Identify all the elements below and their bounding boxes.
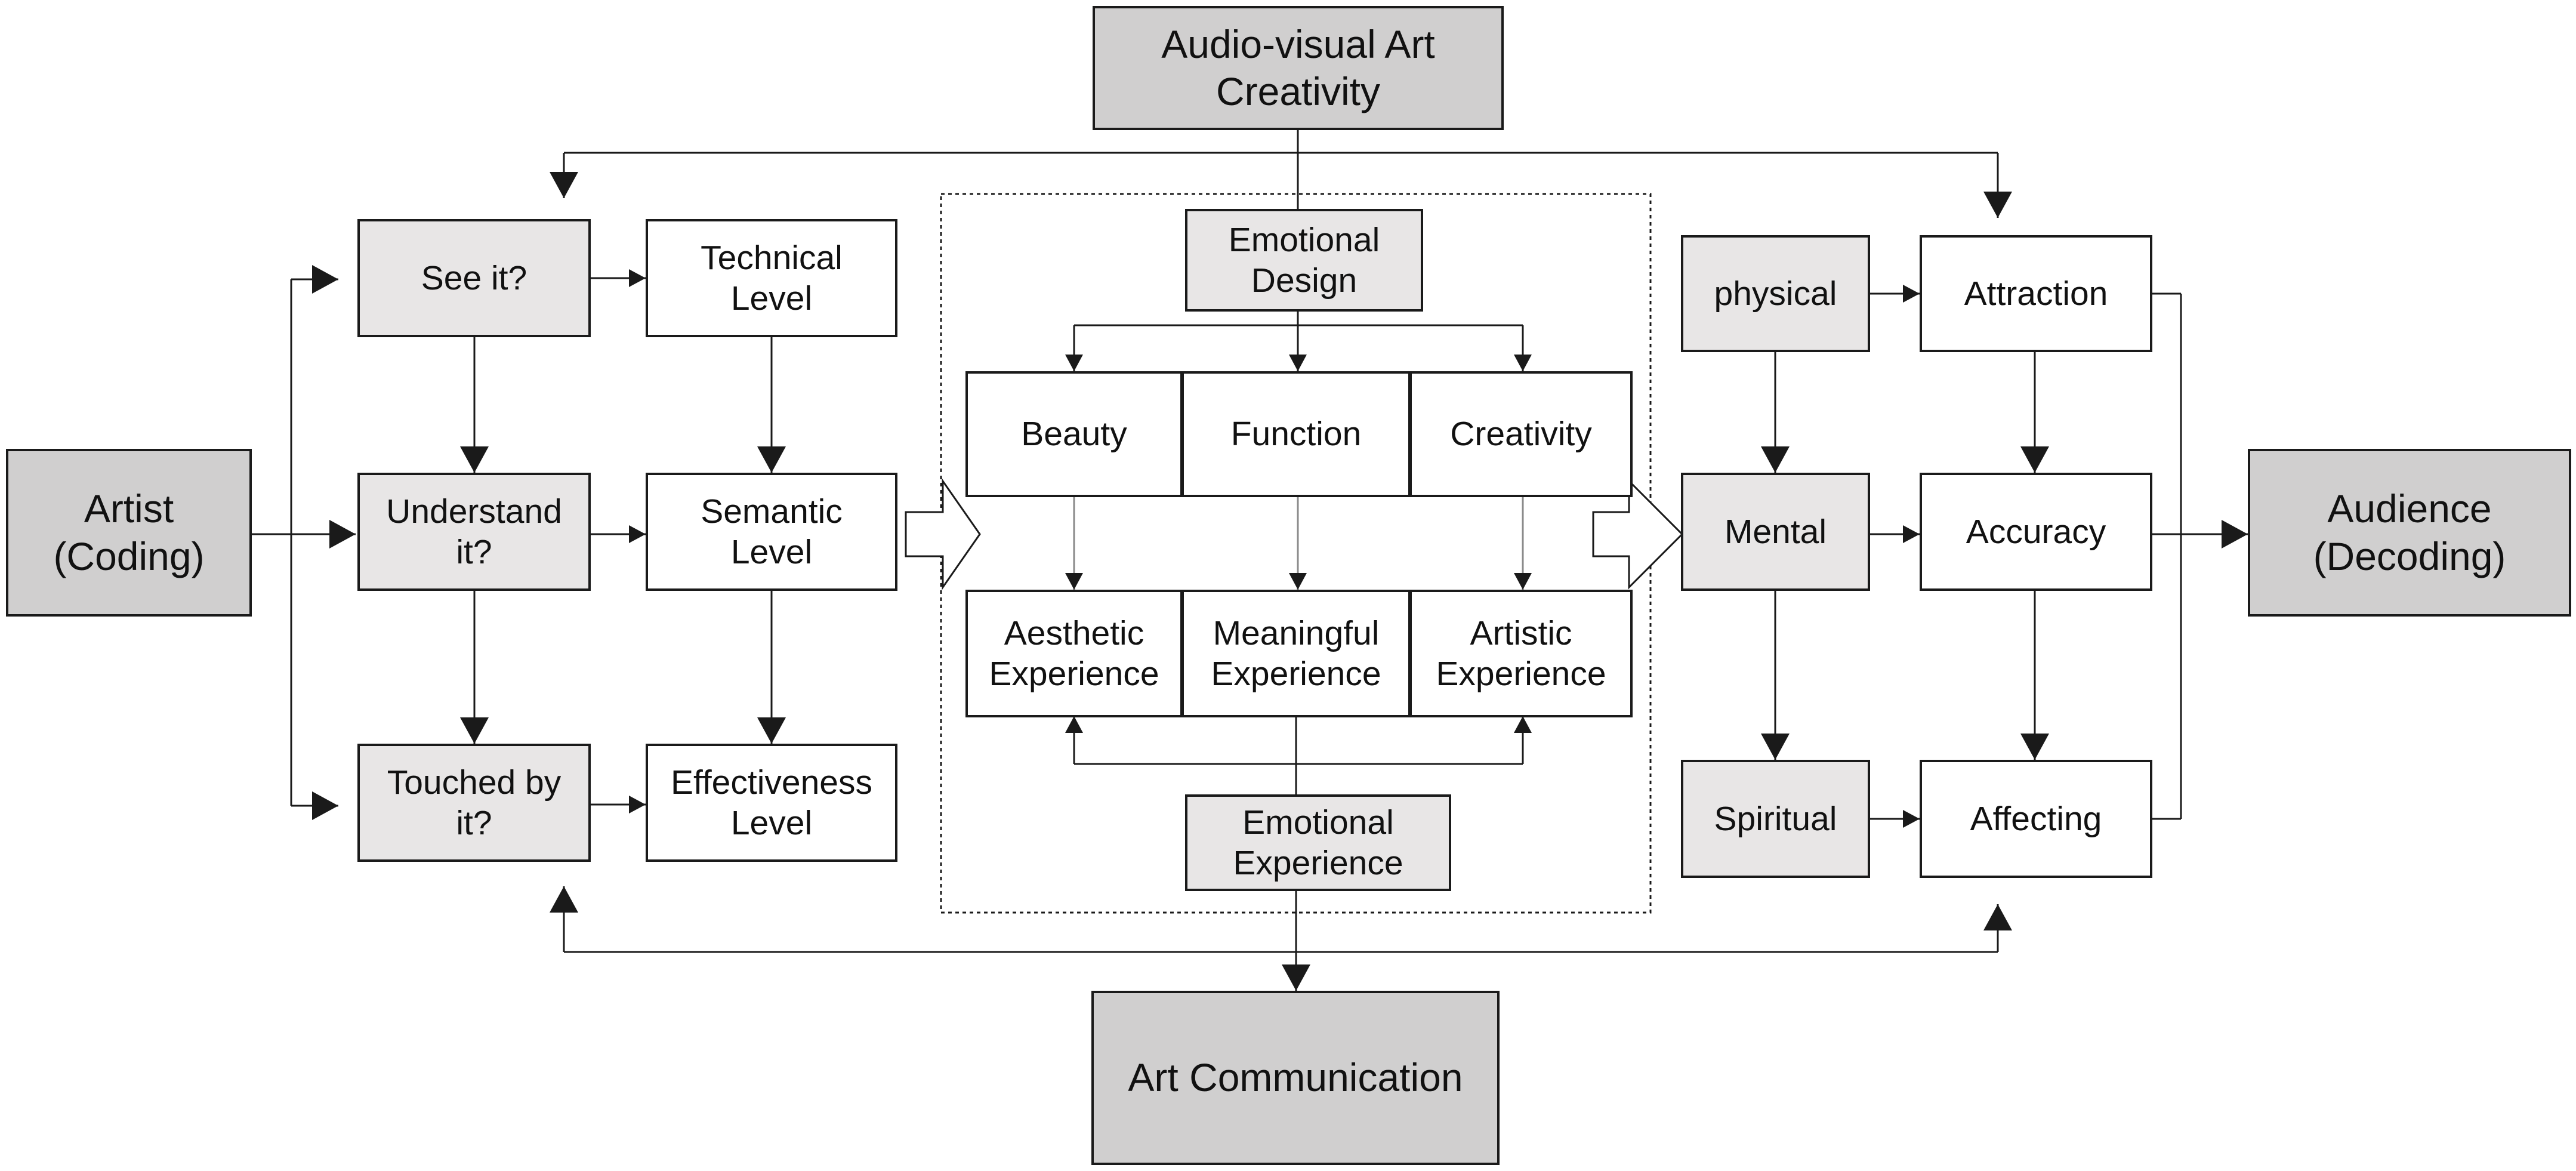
emotional-design-line2: Design (1251, 261, 1358, 300)
emotional-design-box: Emotional Design (1185, 209, 1423, 312)
artist-coding-box: Artist (Coding) (6, 449, 252, 617)
mental-label: Mental (1724, 512, 1827, 551)
emotional-design-line1: Emotional (1228, 220, 1380, 259)
audience-label: Audience (2327, 486, 2492, 531)
see-it-label: See it? (421, 258, 527, 297)
semantic-line1: Semantic (701, 492, 843, 531)
meaningful-experience-box: Meaningful Experience (1181, 590, 1411, 717)
artist-coding-label: (Coding) (53, 534, 205, 578)
function-label: Function (1230, 415, 1362, 454)
effectiveness-line2: Level (730, 804, 813, 842)
meaningful-line2: Experience (1211, 655, 1381, 693)
art-communication-box: Art Communication (1091, 991, 1500, 1165)
hollow-arrow-right (1592, 479, 1684, 590)
effectiveness-level-box: Effectiveness Level (646, 744, 897, 862)
attraction-box: Attraction (1920, 235, 2152, 352)
artistic-experience-box: Artistic Experience (1409, 590, 1633, 717)
beauty-label: Beauty (1021, 415, 1127, 454)
attraction-label: Attraction (1964, 274, 2108, 313)
accuracy-label: Accuracy (1966, 512, 2106, 551)
affecting-box: Affecting (1920, 760, 2152, 878)
technical-line1: Technical (701, 238, 843, 277)
audio-visual-art-line1: Audio-visual Art (1161, 21, 1435, 66)
spiritual-box: Spiritual (1681, 760, 1870, 878)
accuracy-box: Accuracy (1920, 473, 2152, 591)
emotional-experience-line1: Emotional (1242, 803, 1394, 842)
artist-label: Artist (84, 486, 174, 531)
aesthetic-line1: Aesthetic (1004, 614, 1144, 652)
semantic-level-box: Semantic Level (646, 473, 897, 591)
understand-line2: it? (456, 533, 492, 571)
semantic-line2: Level (730, 533, 813, 571)
aesthetic-experience-box: Aesthetic Experience (965, 590, 1183, 717)
understand-it-box: Understand it? (357, 473, 591, 591)
see-it-box: See it? (357, 219, 591, 337)
audience-decoding-label: (Decoding) (2313, 534, 2506, 578)
physical-label: physical (1714, 274, 1837, 313)
technical-line2: Level (730, 279, 813, 318)
mental-box: Mental (1681, 473, 1870, 591)
audio-visual-art-creativity-box: Audio-visual Art Creativity (1093, 6, 1504, 130)
physical-box: physical (1681, 235, 1870, 352)
audience-decoding-box: Audience (Decoding) (2248, 449, 2571, 617)
creativity-label: Creativity (1450, 415, 1592, 454)
emotional-experience-box: Emotional Experience (1185, 794, 1451, 891)
meaningful-line1: Meaningful (1213, 614, 1380, 652)
hollow-arrow-left (905, 478, 981, 590)
effectiveness-line1: Effectiveness (671, 763, 872, 802)
spiritual-label: Spiritual (1714, 799, 1837, 838)
touched-line2: it? (456, 804, 492, 842)
affecting-label: Affecting (1970, 799, 2102, 838)
function-box: Function (1181, 371, 1411, 497)
artistic-line1: Artistic (1470, 614, 1572, 652)
audio-visual-art-line2: Creativity (1215, 69, 1381, 113)
understand-line1: Understand (386, 492, 562, 531)
technical-level-box: Technical Level (646, 219, 897, 337)
touched-by-it-box: Touched by it? (357, 744, 591, 862)
art-communication-label: Art Communication (1128, 1055, 1463, 1100)
artistic-line2: Experience (1436, 655, 1606, 693)
creativity-box: Creativity (1409, 371, 1633, 497)
beauty-box: Beauty (965, 371, 1183, 497)
emotional-experience-line2: Experience (1233, 844, 1403, 882)
aesthetic-line2: Experience (989, 655, 1159, 693)
touched-line1: Touched by (387, 763, 562, 802)
